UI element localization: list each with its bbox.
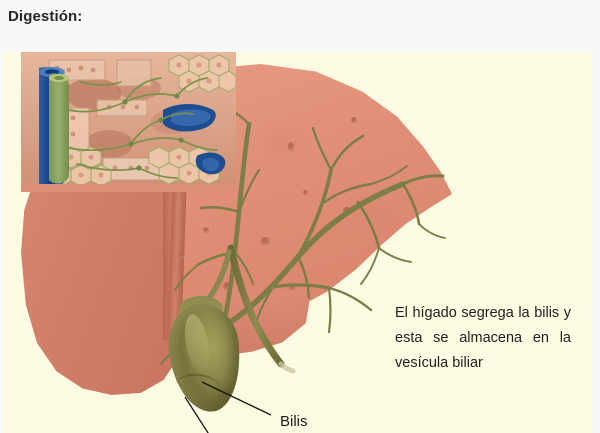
liver-surface-pore [179, 252, 185, 258]
annotation-label-bilis: Bilis [280, 413, 308, 430]
liver-surface-pore [203, 227, 209, 233]
figure-caption-text: El hígado segrega la bilis y esta se alm… [395, 305, 571, 371]
liver-histology-inset [21, 52, 236, 192]
liver-surface-pore [261, 237, 270, 245]
anatomy-figure-panel: Bilis Vesícula biliar El hígado segrega … [3, 52, 592, 433]
liver-surface-pore [289, 284, 296, 290]
bile-duct-shape [49, 73, 69, 184]
liver-surface-pore [303, 190, 308, 195]
liver-cut-edge-shadow [163, 182, 171, 340]
page-title: Digestión: [8, 8, 83, 25]
liver-surface-pore [288, 142, 294, 151]
liver-surface-pore [351, 117, 357, 123]
